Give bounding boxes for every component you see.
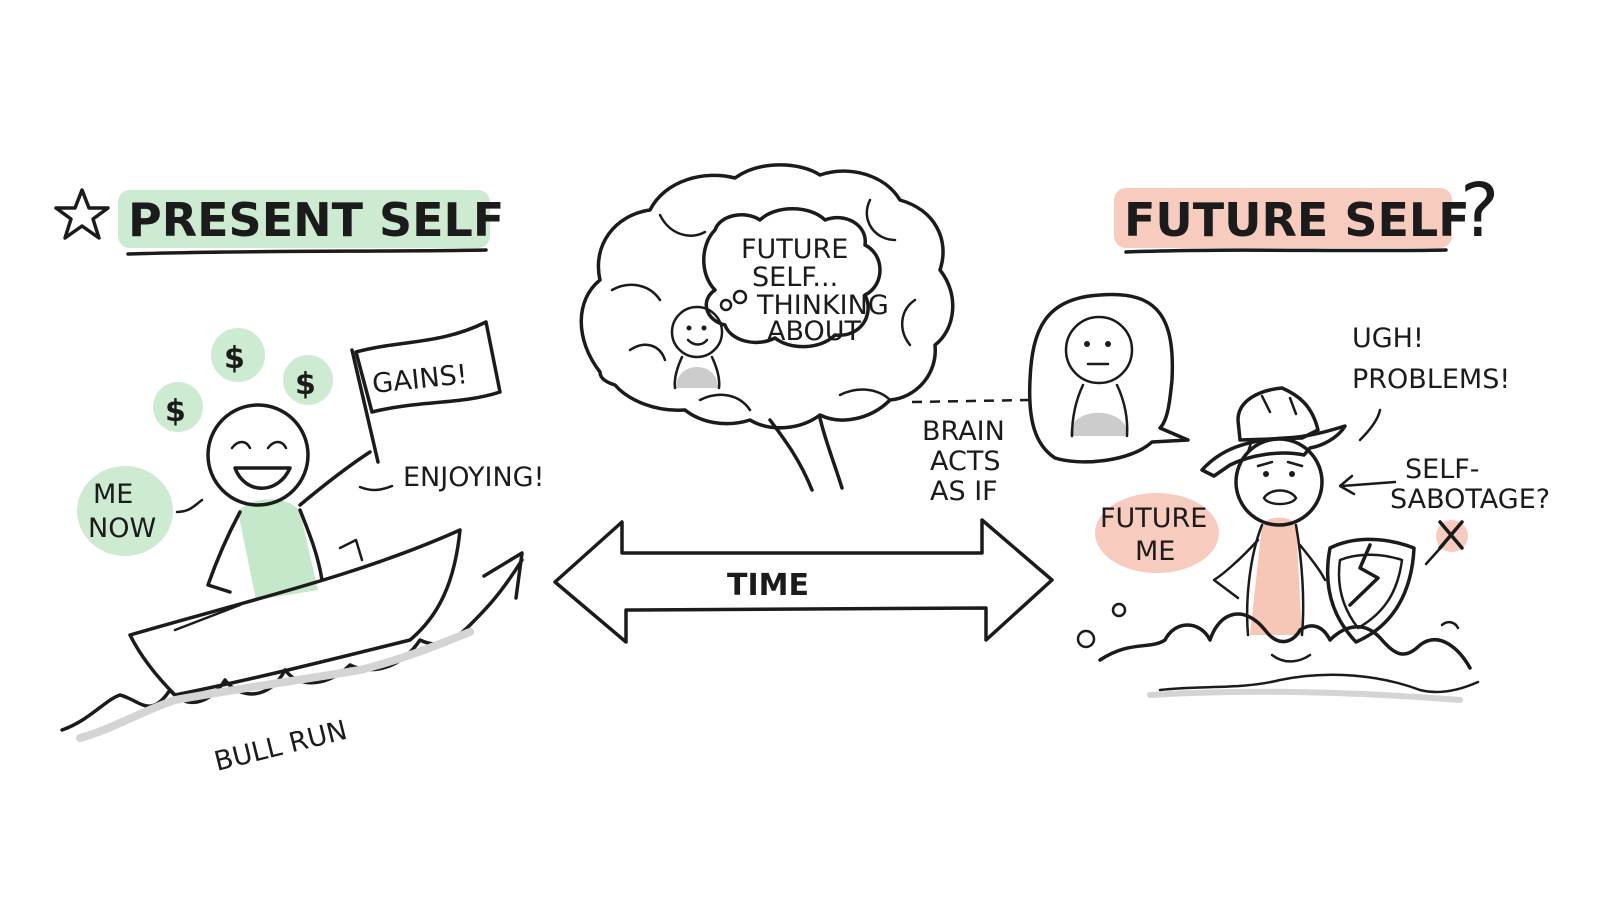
present-self-section: PRESENT SELF $ $ $ GAINS! ME xyxy=(54,188,544,778)
boat-inner-line xyxy=(173,603,242,632)
thought-line3: THINKING xyxy=(756,290,889,321)
time-label: TIME xyxy=(727,568,809,603)
hat-icon xyxy=(1200,386,1347,478)
small-figure-icon xyxy=(670,305,724,390)
future-heading-underline xyxy=(1124,248,1448,254)
future-figure xyxy=(1212,437,1327,637)
future-heading: FUTURE SELF xyxy=(1124,193,1470,247)
future-self-section: FUTURE SELF ? UGH! PROBLEMS! SELF- SABOT… xyxy=(1076,168,1550,703)
dollar-icon: $ xyxy=(295,367,316,402)
dollar-icon: $ xyxy=(224,341,245,376)
question-mark-icon: ? xyxy=(1460,168,1499,254)
up-arrow-icon xyxy=(482,551,524,600)
brain-acts-line1: BRAIN xyxy=(922,416,1005,447)
ugh-line1: UGH! xyxy=(1352,323,1424,354)
enjoying-pointer xyxy=(358,484,394,492)
thought-line1: FUTURE xyxy=(741,234,848,265)
me-now-line2: NOW xyxy=(88,513,156,544)
ugh-pointer xyxy=(1358,408,1382,442)
cracked-shield-icon xyxy=(1325,537,1416,644)
brain-acts-line3: AS IF xyxy=(930,476,998,507)
dollar-highlight xyxy=(283,355,333,405)
self-sabotage-line2: SABOTAGE? xyxy=(1390,484,1550,515)
self-sabotage-arrow xyxy=(1338,474,1397,496)
me-now-highlight xyxy=(77,466,173,556)
speech-bubble-icon xyxy=(1027,292,1190,464)
enjoying-label: ENJOYING! xyxy=(403,462,544,493)
dollar-icon: $ xyxy=(165,394,186,429)
brain-icon xyxy=(579,163,955,492)
star-icon xyxy=(54,188,110,240)
bull-run-label: BULL RUN xyxy=(211,715,350,778)
water-waves-icon xyxy=(1076,602,1480,703)
wave-shadow xyxy=(76,628,474,742)
middle-section: FUTURE SELF... THINKING ABOUT BRAIN ACTS… xyxy=(553,163,1190,644)
double-arrow-icon xyxy=(553,518,1054,644)
self-sabotage-line1: SELF- xyxy=(1405,454,1480,485)
present-heading-highlight xyxy=(118,190,490,248)
future-heading-highlight xyxy=(1114,188,1452,248)
flag-icon: GAINS! xyxy=(350,320,502,464)
future-me-line2: ME xyxy=(1135,536,1175,567)
future-me-highlight xyxy=(1095,493,1219,573)
dashed-connector xyxy=(911,398,1031,404)
x-mark-icon xyxy=(1424,520,1468,566)
dollar-highlight xyxy=(153,382,203,432)
dollar-highlight xyxy=(211,328,265,382)
thought-bubble-icon: FUTURE SELF... THINKING ABOUT xyxy=(702,207,889,349)
thought-line2: SELF... xyxy=(752,262,838,293)
present-heading-underline xyxy=(126,248,488,256)
me-now-pointer xyxy=(175,498,204,514)
brain-acts-line2: ACTS xyxy=(930,446,1000,477)
flag-text: GAINS! xyxy=(371,359,469,400)
future-me-line1: FUTURE xyxy=(1100,503,1207,534)
ugh-line2: PROBLEMS! xyxy=(1352,364,1510,395)
present-heading: PRESENT SELF xyxy=(128,193,504,247)
present-figure xyxy=(206,403,372,600)
me-now-line1: ME xyxy=(93,479,133,510)
thought-line4: ABOUT xyxy=(767,316,862,347)
